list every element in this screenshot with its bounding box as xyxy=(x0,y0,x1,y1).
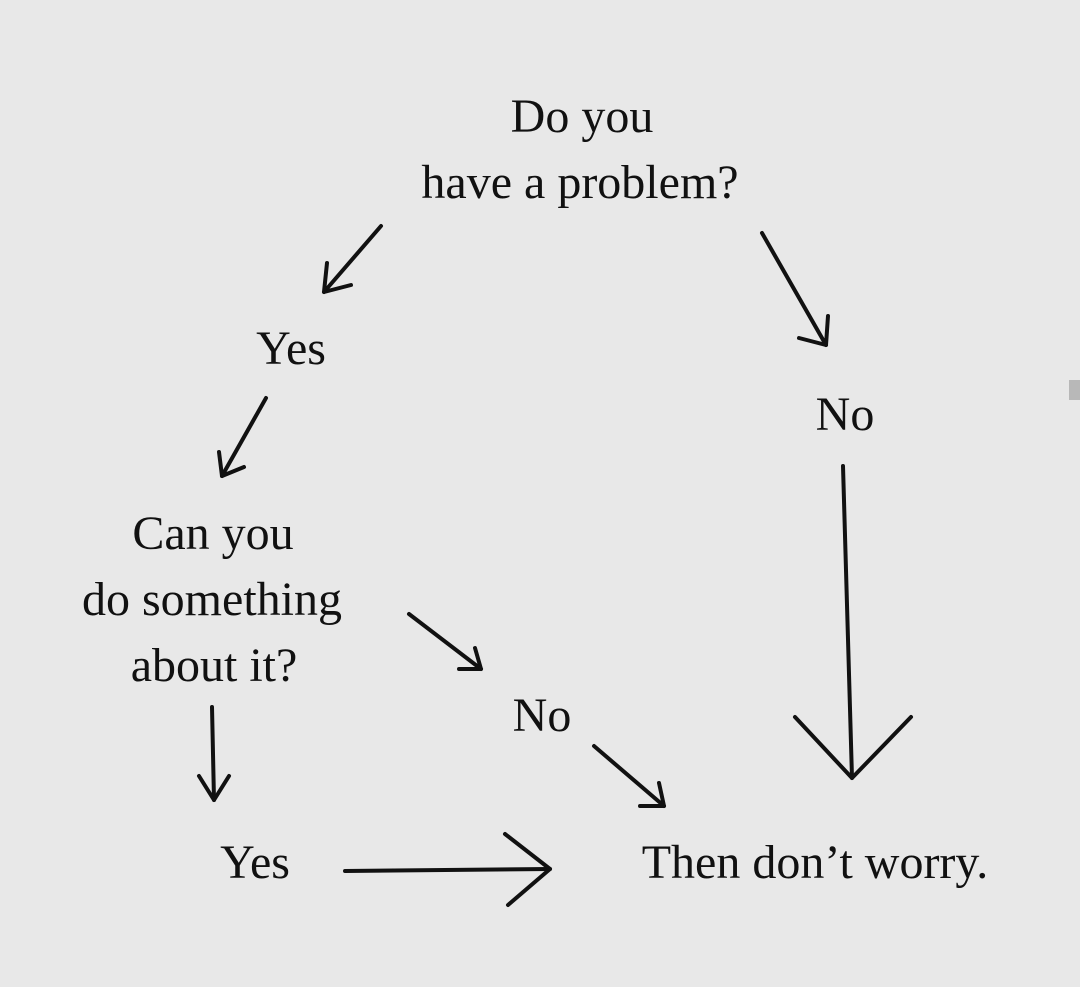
answer-yes-bottom: Yes xyxy=(220,836,290,889)
arrow-to-no-right xyxy=(760,231,830,347)
arrow-no-middle-to-conclusion xyxy=(592,744,666,808)
answer-no-middle: No xyxy=(513,689,572,742)
question-can-do-line-3: about it? xyxy=(131,639,298,692)
conclusion-text: Then don’t worry. xyxy=(642,836,989,889)
arrow-to-no-middle xyxy=(407,612,483,671)
flowchart: Do you have a problem? Yes No Can you do… xyxy=(82,90,989,907)
question-problem-line-1: Do you xyxy=(511,90,654,143)
arrow-yes-bottom-to-conclusion xyxy=(343,832,552,907)
arrow-no-right-to-conclusion xyxy=(793,464,913,780)
arrow-to-yes-top xyxy=(322,224,383,294)
answer-yes-top: Yes xyxy=(256,322,326,375)
answer-no-right: No xyxy=(816,388,875,441)
arrow-to-yes-bottom xyxy=(197,705,231,802)
question-can-do-line-2: do something xyxy=(82,573,342,626)
arrow-to-can-do xyxy=(217,396,268,478)
edge-mark xyxy=(1069,380,1080,400)
question-can-do-line-1: Can you xyxy=(132,507,293,560)
question-problem-line-2: have a problem? xyxy=(421,156,738,209)
